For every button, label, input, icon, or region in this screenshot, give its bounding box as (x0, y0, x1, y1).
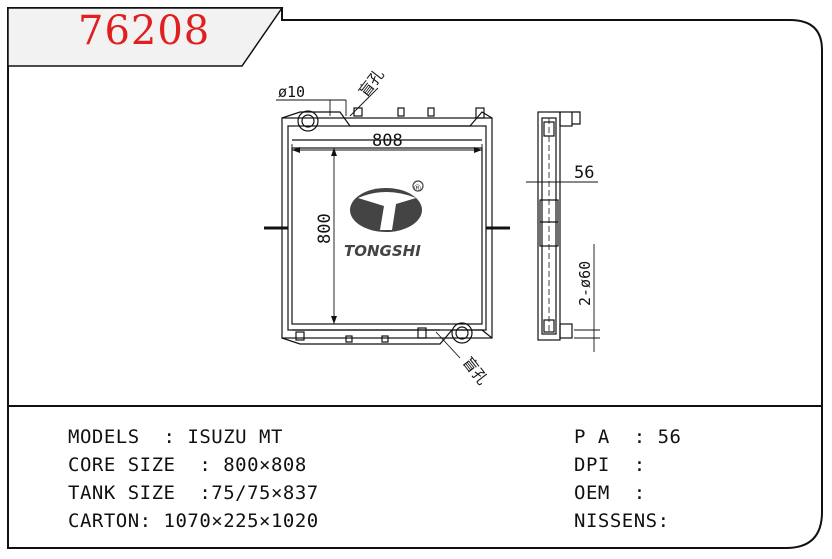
spec-value: 1070×225×1020 (163, 510, 319, 532)
spec-label: CARTON: (68, 510, 164, 532)
spec-nissens: NISSENS: (574, 510, 670, 532)
spec-label: NISSENS: (574, 510, 670, 532)
spec-label: P A : (574, 426, 658, 448)
spec-label: CORE SIZE : (68, 454, 224, 476)
brand-name: TONGSHI (344, 242, 421, 260)
radiator-front-view (264, 87, 510, 359)
part-number-tab (7, 7, 284, 67)
spec-tank-size: TANK SIZE :75/75×837 (68, 482, 319, 504)
spec-core-size: CORE SIZE : 800×808 (68, 454, 307, 476)
tongshi-logo (350, 180, 424, 232)
blind-hole-bottom-label: 盲孔 (459, 353, 492, 388)
blind-hole-top-label: 盲孔 (355, 66, 388, 101)
brand-registered-mark: ® (413, 184, 422, 194)
spec-label: MODELS : (68, 426, 188, 448)
spec-value: 56 (657, 426, 682, 448)
radiator-side-view (526, 111, 600, 352)
spec-pa: P A : 56 (574, 426, 681, 448)
spec-label: DPI : (574, 454, 646, 476)
dim-outlet-label: 2-ø60 (576, 261, 594, 306)
spec-value: 800×808 (223, 454, 307, 476)
spec-value: 75/75×837 (211, 482, 319, 504)
spec-label: TANK SIZE : (68, 482, 212, 504)
dim-depth-label: 56 (574, 163, 594, 183)
outer-border (7, 7, 823, 549)
dim-pipe-label: ø10 (278, 83, 305, 101)
dim-height-label: 800 (315, 213, 335, 244)
part-number: 76208 (78, 8, 211, 54)
spec-value: ISUZU MT (187, 426, 283, 448)
spec-dpi: DPI : (574, 454, 646, 476)
dim-width-label: 808 (372, 131, 403, 151)
spec-label: OEM : (574, 482, 646, 504)
spec-oem: OEM : (574, 482, 646, 504)
dimension-arrows (292, 147, 482, 324)
spec-carton: CARTON: 1070×225×1020 (68, 510, 319, 532)
spec-models: MODELS : ISUZU MT (68, 426, 283, 448)
